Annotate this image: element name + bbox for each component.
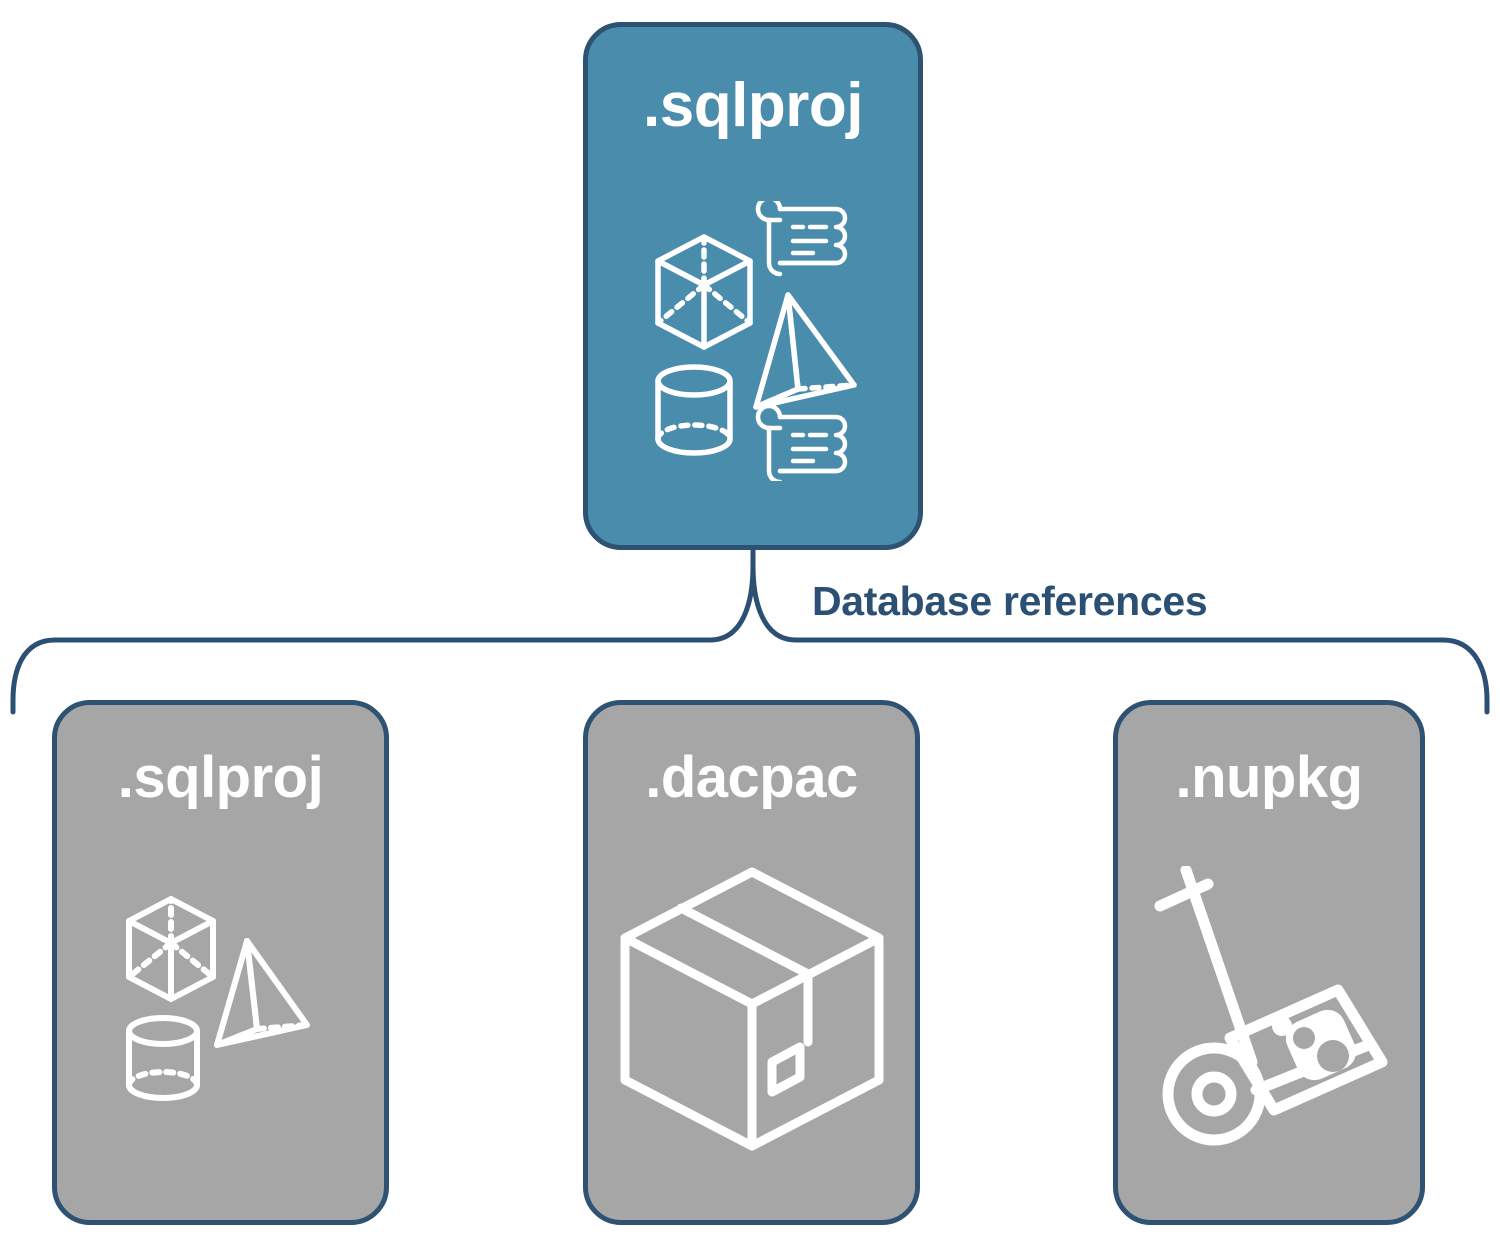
scroll-script-icon [755, 403, 848, 481]
node-card-dacpac[interactable]: .dacpac [583, 700, 920, 1225]
pyramid-wireframe-icon [753, 292, 857, 410]
scroll-script-icon [755, 201, 848, 277]
node-label: .sqlproj [643, 71, 863, 140]
database-objects-icon-group [125, 895, 310, 1101]
node-card-sqlproj-root[interactable]: .sqlproj [583, 22, 923, 550]
node-icon-group [588, 137, 918, 545]
node-label: .dacpac [645, 745, 858, 810]
node-icon-group [57, 807, 384, 1220]
nuget-logo-holes [1293, 1026, 1349, 1072]
database-objects-icon-group [655, 201, 857, 481]
hand-truck-package-icon [1154, 865, 1388, 1145]
connector-label: Database references [812, 578, 1208, 624]
node-icon-group [588, 807, 915, 1220]
node-icon-group [1118, 807, 1420, 1220]
pyramid-wireframe-icon [213, 937, 310, 1048]
node-card-nupkg[interactable]: .nupkg [1113, 700, 1425, 1225]
cylinder-wireframe-icon [655, 364, 733, 456]
node-card-sqlproj-ref[interactable]: .sqlproj [52, 700, 389, 1225]
node-label: .sqlproj [117, 745, 324, 810]
cube-wireframe-icon [655, 234, 753, 350]
node-label: .nupkg [1175, 745, 1363, 810]
cylinder-wireframe-icon [125, 1014, 200, 1101]
cube-wireframe-icon [125, 895, 216, 1002]
shipping-box-icon [620, 867, 883, 1150]
